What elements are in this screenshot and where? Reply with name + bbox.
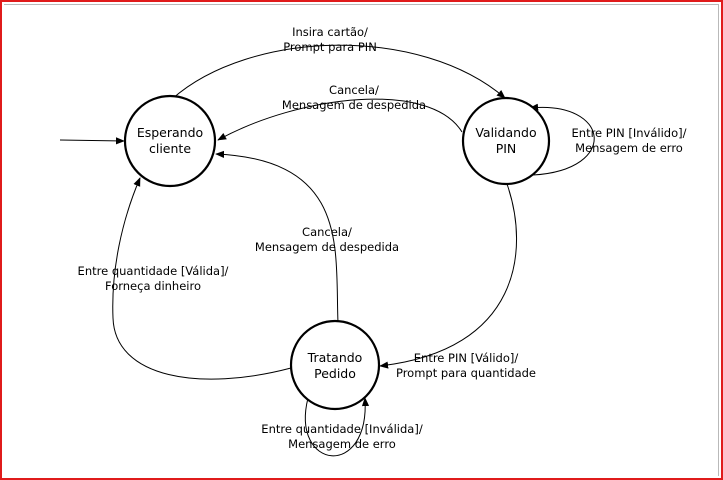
label-pin-valido-line2: Prompt para quantidade — [396, 366, 536, 380]
label-cancela-tratando-line1: Cancela/ — [302, 225, 352, 239]
initial-transition-arrow — [59, 137, 125, 145]
edge-pin-invalido-loop — [529, 103, 595, 176]
edge-cancela-validando — [217, 98, 463, 141]
state-tratando-line2: Pedido — [314, 366, 356, 381]
label-pin-invalido-line1: Entre PIN [Inválido]/ — [572, 126, 687, 140]
label-insira-line2: Prompt para PIN — [283, 40, 377, 54]
label-insira-line1: Insira cartão/ — [292, 25, 368, 39]
state-validando-pin: Validando PIN — [461, 96, 551, 186]
state-validando-line2: PIN — [496, 141, 517, 156]
label-pin-invalido-line2: Mensagem de erro — [575, 141, 683, 155]
state-tratando-pedido: Tratando Pedido — [289, 319, 381, 411]
label-pin-valido-line1: Entre PIN [Válido]/ — [414, 351, 519, 365]
edge-pin-valido — [379, 183, 517, 369]
state-esperando-cliente: Esperando cliente — [123, 94, 217, 188]
edge-quantidade-valida — [112, 177, 292, 380]
label-cancela-validando-line2: Mensagem de despedida — [282, 98, 426, 112]
label-quantidade-valida-line1: Entre quantidade [Válida]/ — [78, 264, 229, 278]
state-esperando-line1: Esperando — [137, 125, 203, 140]
frame-right-rule — [718, 4, 719, 476]
edge-cancela-tratando — [215, 150, 339, 324]
frame-top-rule — [4, 4, 719, 5]
state-esperando-line2: cliente — [149, 141, 191, 156]
label-quantidade-valida-line2: Forneça dinheiro — [105, 279, 201, 293]
label-quantidade-invalida-line2: Mensagem de erro — [288, 437, 396, 451]
label-cancela-validando-line1: Cancela/ — [329, 83, 379, 97]
edge-insira-cartao — [171, 44, 506, 100]
state-tratando-line1: Tratando — [307, 350, 363, 365]
label-quantidade-invalida-line1: Entre quantidade [Inválida]/ — [261, 422, 423, 436]
label-cancela-tratando-line2: Mensagem de despedida — [255, 240, 399, 254]
state-validando-line1: Validando — [475, 125, 536, 140]
edge-quantidade-invalida-loop — [304, 397, 370, 457]
